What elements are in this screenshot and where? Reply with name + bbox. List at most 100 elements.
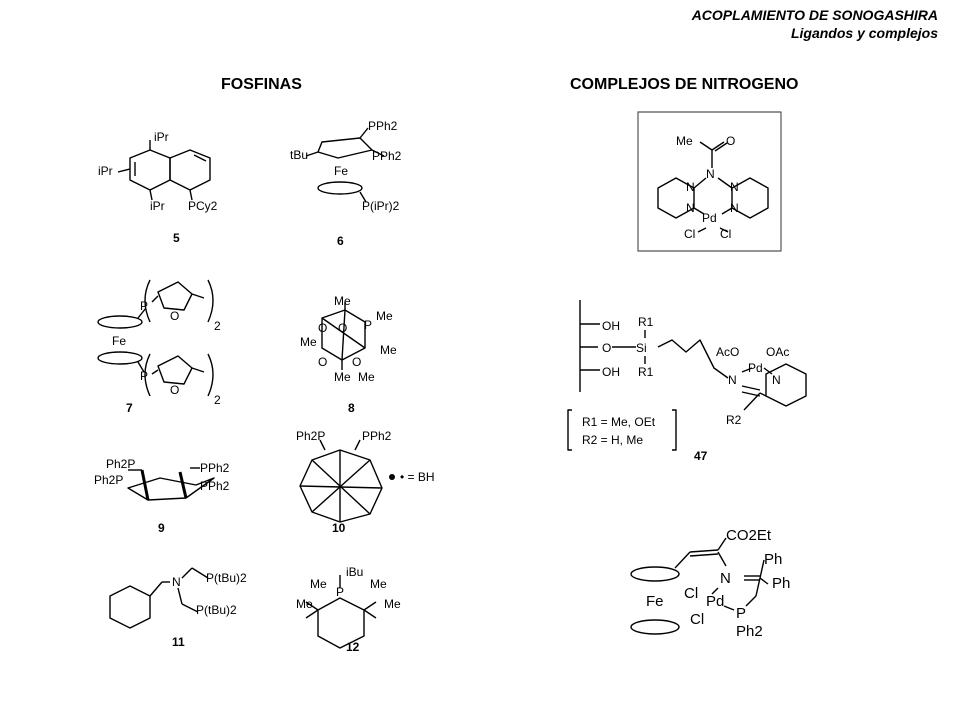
compound-ferrocenyl-pd: CO2Et Ph N Ph Cl Pd Cl P Ph2 Fe — [630, 527, 790, 640]
cbox-label: N — [686, 201, 695, 215]
c47-label: Pd — [748, 361, 763, 375]
c8-label: O — [318, 321, 327, 335]
c6-label: P(iPr)2 — [362, 199, 400, 213]
compound-10: Ph2P PPh2 • = BH 10 — [296, 429, 435, 535]
c6-label: tBu — [290, 148, 308, 162]
c12-label: Me — [384, 597, 401, 611]
cfe-label: Cl — [690, 611, 704, 628]
c7-number: 7 — [126, 401, 133, 415]
complex-frame — [637, 111, 782, 252]
c5-ring-b — [169, 149, 211, 191]
cfe-label: Cl — [684, 585, 698, 602]
cbox-label: Cl — [720, 227, 731, 241]
cbox-label: Cl — [684, 227, 695, 241]
cfe-label: P — [736, 605, 746, 622]
column-title-fosfinas: FOSFINAS — [221, 76, 302, 93]
c7-furan-b — [157, 355, 193, 385]
c7-label: O — [170, 383, 179, 397]
c10-label: • = BH — [400, 470, 435, 484]
c47-label: OH — [602, 319, 620, 333]
c6-label: Fe — [334, 164, 348, 178]
c8-label: Me — [376, 309, 393, 323]
cbox-label: N — [730, 201, 739, 215]
cfe-label: CO2Et — [726, 527, 772, 544]
compound-9: Ph2P PPh2 Ph2P PPh2 9 — [94, 457, 230, 535]
c7-label: 2 — [214, 319, 221, 333]
c47-label: N — [728, 373, 737, 387]
c6-cp-top — [317, 137, 373, 159]
c7-label: 2 — [214, 393, 221, 407]
c47-pyridine — [765, 363, 807, 407]
c9-number: 9 — [158, 521, 165, 535]
compound-7: P O 2 Fe P O 2 7 — [97, 279, 221, 415]
c10-label: Ph2P — [296, 429, 325, 443]
c5-label: PCy2 — [188, 199, 218, 213]
c12-number: 12 — [346, 640, 360, 654]
column-title-nitrogeno: COMPLEJOS DE NITROGENO — [570, 76, 799, 93]
c8-label: O — [338, 321, 347, 335]
c7-label: P — [140, 299, 148, 313]
header-title: ACOPLAMIENTO DE SONOGASHIRA — [691, 7, 938, 23]
c12-label: Me — [370, 577, 387, 591]
c5-label: iPr — [98, 164, 113, 178]
c11-number: 11 — [172, 635, 185, 649]
compound-8: Me P Me Me Me O O O O Me Me 8 — [300, 294, 397, 415]
c47-label: OH — [602, 365, 620, 379]
c8-label: Me — [334, 370, 351, 384]
c47-label: O — [602, 341, 611, 355]
cfe-label: Ph — [764, 551, 782, 568]
c9-label: Ph2P — [94, 473, 123, 487]
cfe-label: Ph — [772, 575, 790, 592]
cbox-label: N — [730, 180, 739, 194]
c9-label: PPh2 — [200, 461, 230, 475]
c11-benzene — [109, 585, 151, 629]
c12-label: P — [336, 585, 344, 599]
c7-label: Fe — [112, 334, 126, 348]
c7-furan-a — [157, 281, 193, 311]
c12-label: Me — [296, 597, 313, 611]
c12-label: iBu — [346, 565, 363, 579]
c7-cp-top — [97, 315, 143, 329]
compound-6: PPh2 tBu PPh2 Fe P(iPr)2 6 — [290, 119, 402, 248]
slide-header: ACOPLAMIENTO DE SONOGASHIRA Ligandos y c… — [692, 6, 938, 42]
c8-label: O — [352, 355, 361, 369]
cfe-label: Fe — [646, 593, 664, 610]
c11-label: P(tBu)2 — [206, 571, 247, 585]
c5-label: iPr — [150, 199, 165, 213]
c5-ring-a — [129, 149, 171, 191]
c6-number: 6 — [337, 234, 344, 248]
c47-number: 47 — [694, 449, 708, 463]
c9-label: PPh2 — [200, 479, 230, 493]
cfe-cp-top — [630, 566, 680, 582]
c5-label: iPr — [154, 130, 169, 144]
c47-label: R2 — [726, 413, 742, 427]
cbox-label: N — [686, 180, 695, 194]
compound-pd-boxed: Me O N N N N N Pd Cl Cl — [637, 111, 782, 252]
cfe-cp-bottom — [630, 619, 680, 635]
c10-label: PPh2 — [362, 429, 392, 443]
c7-cp-bottom — [97, 351, 143, 365]
c47-label: AcO — [716, 345, 739, 359]
c47-label: R1 — [638, 315, 654, 329]
compound-12: iBu Me Me Me Me P 12 — [296, 565, 401, 654]
c8-label: O — [318, 355, 327, 369]
cfe-label: N — [720, 570, 731, 587]
compound-5: iPr iPr iPr PCy2 5 — [98, 130, 218, 245]
c8-label: Me — [334, 294, 351, 308]
c47-label: R1 — [638, 365, 654, 379]
c47-label: OAc — [766, 345, 789, 359]
c8-label: Me — [358, 370, 375, 384]
cbox-label: Pd — [702, 211, 717, 225]
c6-cp-bottom — [317, 181, 363, 195]
c8-label: Me — [380, 343, 397, 357]
c8-label: Me — [300, 335, 317, 349]
compound-47: OH O OH R1 Si R1 AcO OAc Pd N N R2 R1 = … — [567, 300, 807, 463]
c47-label: Si — [636, 341, 647, 355]
c8-number: 8 — [348, 401, 355, 415]
c6-label: PPh2 — [368, 119, 398, 133]
cbox-label: N — [706, 167, 715, 181]
cfe-label: Pd — [706, 593, 724, 610]
cbox-label: O — [726, 134, 735, 148]
c7-label: O — [170, 309, 179, 323]
